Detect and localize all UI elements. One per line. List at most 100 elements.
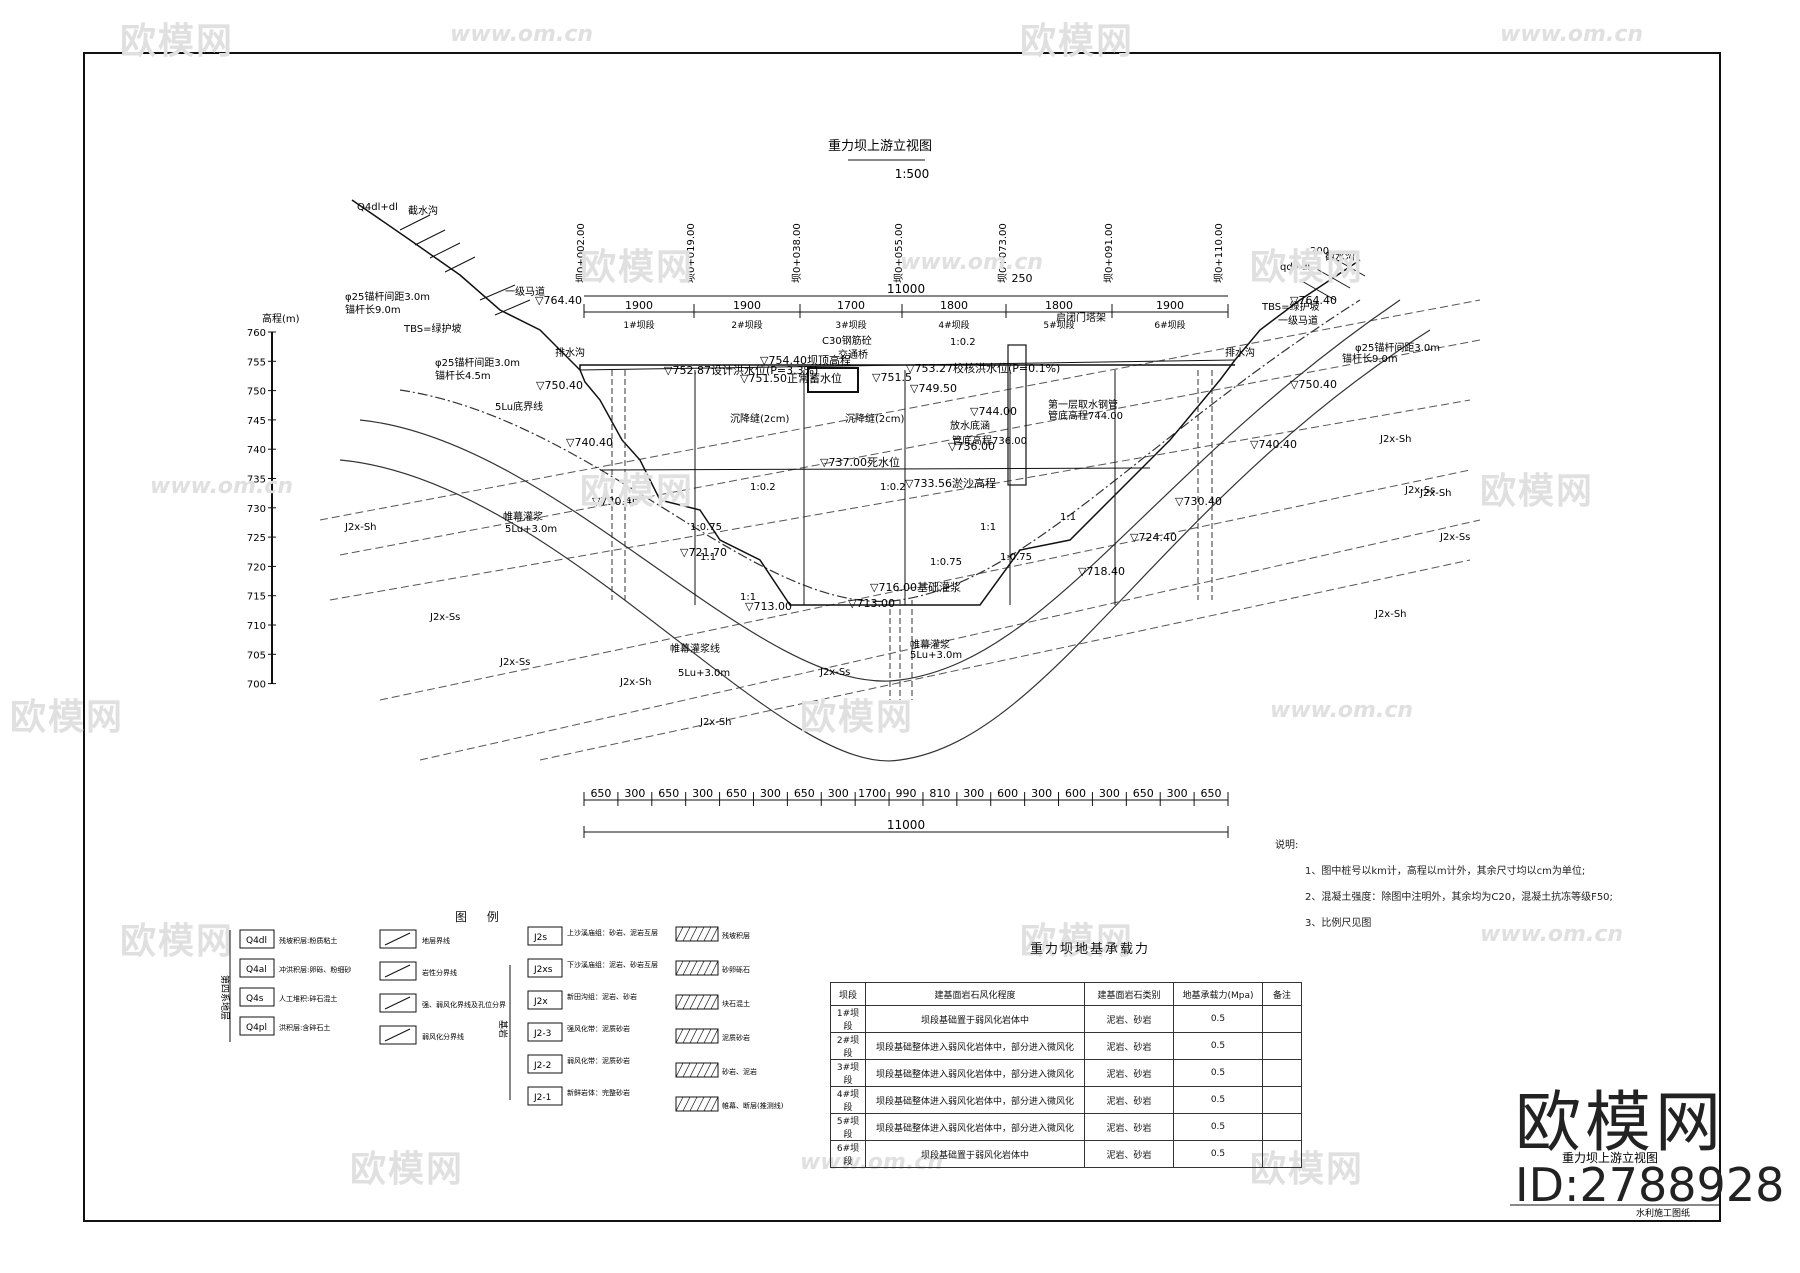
- annotation-label: 第一层取水钢管: [1048, 398, 1118, 411]
- elevation-axis-label: 高程(m): [262, 312, 300, 325]
- table-cell: [1262, 1005, 1302, 1033]
- bottom-dimension: 990: [896, 787, 917, 800]
- annotation-label: 排水沟: [1225, 346, 1255, 359]
- annotation-label: 5Lu+3.0m: [505, 524, 557, 535]
- annotation-label: 锚杆长4.5m: [435, 370, 491, 382]
- table-header: 坝段: [830, 982, 866, 1006]
- table-cell: [1262, 1086, 1302, 1114]
- table-header: 建基面岩石风化程度: [865, 982, 1085, 1006]
- annotation-label: J2x-Ss: [429, 612, 460, 623]
- note-item: 1、图中桩号以km计，高程以m计外，其余尺寸均以cm为单位;: [1305, 866, 1586, 877]
- sheet-border: [83, 52, 1721, 1222]
- legend-line-swatch: [379, 1025, 417, 1045]
- table-cell: 4#坝段: [830, 1086, 866, 1114]
- table-cell: [1262, 1140, 1302, 1168]
- elevation-marker: ▽750.40: [536, 379, 583, 392]
- elevation-marker: ▽751.50正常蓄水位: [740, 371, 842, 385]
- dam-block-label: 6#坝段: [1154, 319, 1185, 331]
- brand-id: ID:2788928: [1515, 1158, 1785, 1212]
- bottom-dimension: 300: [1167, 787, 1188, 800]
- annotation-label: J2x-Ss: [1404, 485, 1435, 496]
- legend-stratum-code: Q4pl: [246, 1023, 267, 1033]
- annotation-label: 沉降缝(2cm): [845, 412, 905, 425]
- bottom-dimension: 650: [794, 787, 815, 800]
- legend-rock-code: J2s: [533, 933, 547, 943]
- legend-rock-desc: 弱风化带：泥质砂岩: [567, 1056, 630, 1065]
- legend-line-swatch: [379, 993, 417, 1013]
- elevation-tick-label: 735: [247, 475, 266, 486]
- annotation-label: 排水沟: [555, 346, 585, 359]
- legend-stratum-desc: 人工堆积:碎石混土: [279, 994, 337, 1003]
- legend-rock-desc: 下沙溪庙组：泥岩、砂岩互层: [567, 960, 658, 969]
- table-cell: 泥岩、砂岩: [1084, 1059, 1174, 1087]
- elevation-marker: ▽740.40: [566, 436, 613, 449]
- elevation-tick-label: 745: [247, 416, 266, 427]
- legend-hatch-desc: 泥质砂岩: [722, 1033, 750, 1042]
- elevation-marker: ▽736.00: [948, 440, 995, 453]
- annotation-label: φ25锚杆间距3.0m: [1355, 341, 1440, 354]
- table-cell: 坝段基础置于弱风化岩体中: [865, 1140, 1085, 1168]
- elevation-marker: ▽764.40: [1290, 294, 1337, 307]
- annotation-label: 管底高程744.00: [1048, 409, 1123, 422]
- annotation-label: 1:0.75: [690, 522, 722, 533]
- bearing-capacity-table: 坝段 建基面岩石风化程度 建基面岩石类别 地基承载力(Mpa) 备注 1#坝段坝…: [830, 982, 1302, 1168]
- drawing-notes: 说明: 1、图中桩号以km计，高程以m计外，其余尺寸均以cm为单位; 2、混凝土…: [1275, 833, 1613, 937]
- table-cell: 1#坝段: [830, 1005, 866, 1033]
- elevation-tick-label: 760: [247, 328, 266, 339]
- elevation-marker: ▽718.40: [1078, 565, 1125, 578]
- segment-length: 1900: [625, 299, 653, 312]
- table-cell: [1262, 1113, 1302, 1141]
- annotation-label: Q4dl+dl: [357, 202, 398, 213]
- annotation-label: J2x-Ss: [819, 667, 850, 678]
- station-label: 坝0+091.00: [1103, 223, 1115, 283]
- title-block-drawn: 水利施工图纸: [1636, 1207, 1690, 1219]
- annotation-label: qd+dl: [1280, 262, 1310, 273]
- annotation-label: TBS=绿护坡: [1261, 300, 1320, 313]
- table-cell: 0.5: [1173, 1140, 1263, 1168]
- legend-rock-swatch: [527, 1054, 563, 1074]
- bottom-dimension: 650: [1133, 787, 1154, 800]
- annotation-label: 启闭门塔架: [1056, 311, 1106, 324]
- station-label: 坝0+002.00: [575, 223, 587, 283]
- dam-outline: [351, 199, 1361, 606]
- table-cell: 0.5: [1173, 1005, 1263, 1033]
- legend-stratum-swatch: [239, 1016, 275, 1036]
- elevation-tick-label: 740: [247, 445, 266, 456]
- elevation-tick-label: 730: [247, 504, 266, 515]
- annotation-label: J2x-Sh: [1419, 488, 1452, 499]
- curtain-grout-lines: [611, 370, 1213, 700]
- legend-stratum-code: Q4s: [246, 994, 264, 1004]
- bottom-dimension: 600: [1065, 787, 1086, 800]
- bottom-dimension: 600: [997, 787, 1018, 800]
- drawing-title: 重力坝上游立视图: [828, 138, 932, 154]
- table-cell: 泥岩、砂岩: [1084, 1086, 1174, 1114]
- annotation-label: 放水底涵: [950, 419, 990, 432]
- brand-name: 欧模网: [1515, 1084, 1725, 1161]
- annotation-label: 一级马道: [505, 285, 545, 298]
- annotation-label: 交通桥: [838, 348, 868, 361]
- legend-hatch-desc: 块石混土: [722, 999, 750, 1008]
- legend-line-desc: 岩性分界线: [422, 968, 457, 977]
- legend-stratum-swatch: [239, 958, 275, 978]
- note-item: 3、比例尺见图: [1305, 918, 1372, 929]
- elevation-tick-label: 725: [247, 533, 266, 544]
- elevation-labels: ▽764.40▽754.40坝顶高程▽753.27校核洪水位(P=0.1%)▽7…: [535, 294, 1337, 613]
- bottom-dimension: 300: [963, 787, 984, 800]
- legend-hatch-desc: 帷幕、断层(推测线): [722, 1101, 784, 1110]
- legend-rock-desc: 新鲜岩体：完整砂岩: [567, 1088, 630, 1097]
- bottom-dimension: 650: [590, 787, 611, 800]
- legend-stratum-swatch: [239, 929, 275, 949]
- elevation-marker: ▽713.00: [848, 597, 895, 610]
- segment-length: 1800: [940, 299, 968, 312]
- dam-block-label: 2#坝段: [731, 319, 762, 331]
- elevation-marker: ▽754.40坝顶高程: [760, 353, 851, 367]
- legend-rock-swatch: [527, 926, 563, 946]
- annotation-label: 1:1: [740, 592, 756, 603]
- annotation-label: 帷幕灌浆线: [670, 642, 720, 655]
- elevation-tick-label: 720: [247, 562, 266, 573]
- annotation-label: 一级马道: [1278, 314, 1318, 327]
- annotation-label: 帷幕灌浆: [910, 638, 950, 651]
